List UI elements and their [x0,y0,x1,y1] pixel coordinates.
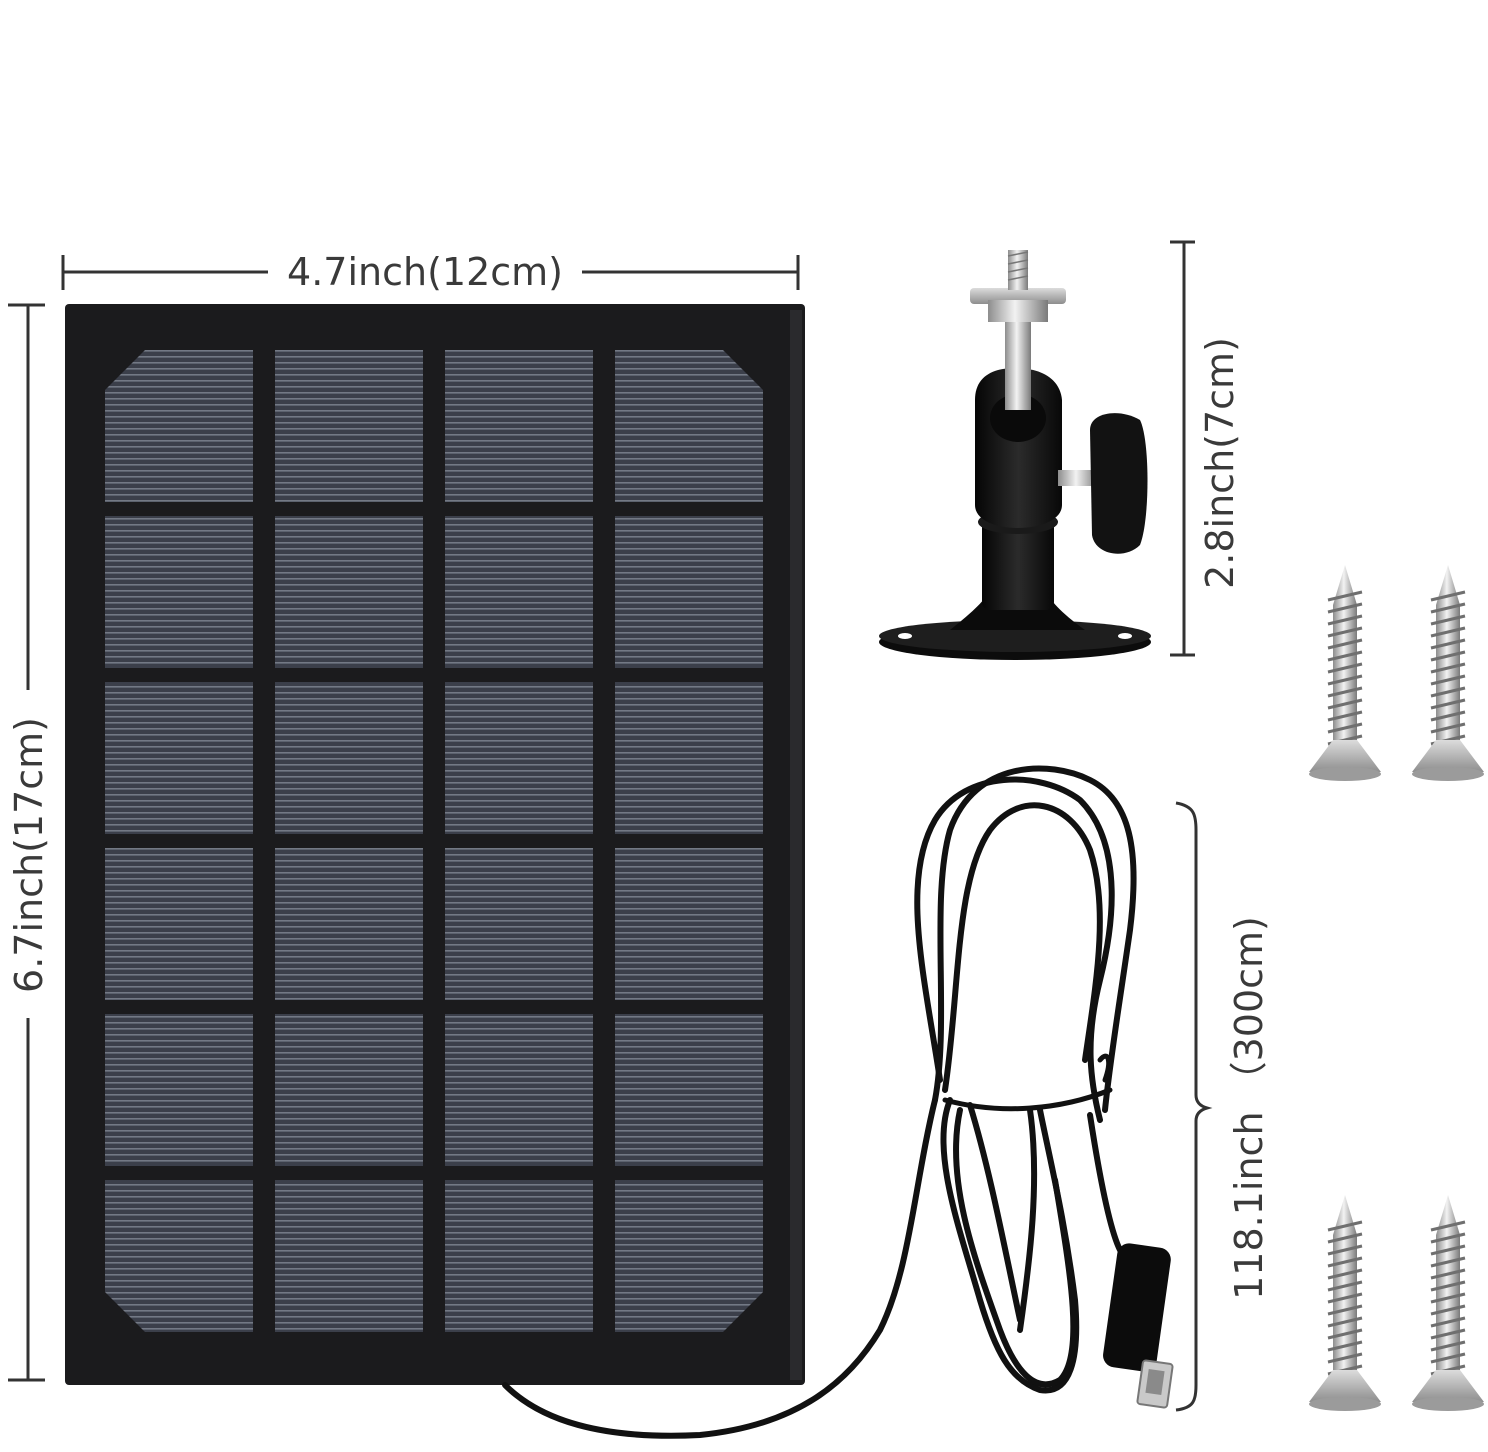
solar-cell [275,1180,423,1332]
micro-usb-plug [1103,1243,1174,1409]
solar-cell [275,848,423,1000]
solar-cell [445,350,593,502]
solar-cell [445,682,593,834]
mount-bracket-icon [879,250,1151,660]
mount-height-label: 2.8inch(7cm) [1198,337,1242,589]
screw-icon [1309,1195,1381,1411]
panel-width-label: 4.7inch(12cm) [287,250,563,294]
screw-group [1309,565,1484,1411]
solar-cell [445,1014,593,1166]
solar-cell [105,682,253,834]
solar-cell [615,682,763,834]
solar-cell [105,516,253,668]
solar-cell [615,848,763,1000]
usb-cable-icon [502,765,1137,1439]
solar-cell [615,1014,763,1166]
dimension-lines [8,240,1213,1412]
screw-icon [1309,565,1381,781]
solar-cell [615,516,763,668]
solar-cell [275,1014,423,1166]
solar-cell [615,1180,763,1332]
panel-height-label: 6.7inch(17cm) [7,717,51,993]
cable-length-label: 118.1inch （300cm) [1227,916,1271,1300]
solar-panel-icon [65,304,805,1385]
screw-icon [1412,565,1484,781]
solar-cell [445,1180,593,1332]
solar-cells [105,350,763,1332]
solar-cell [105,1180,253,1332]
screw-icon [1412,1195,1484,1411]
solar-cell [275,350,423,502]
solar-cell [105,350,253,502]
solar-cell [275,516,423,668]
solar-cell [445,848,593,1000]
solar-cell [615,350,763,502]
solar-cell [105,848,253,1000]
solar-cell [105,1014,253,1166]
solar-cell [445,516,593,668]
solar-cell [275,682,423,834]
